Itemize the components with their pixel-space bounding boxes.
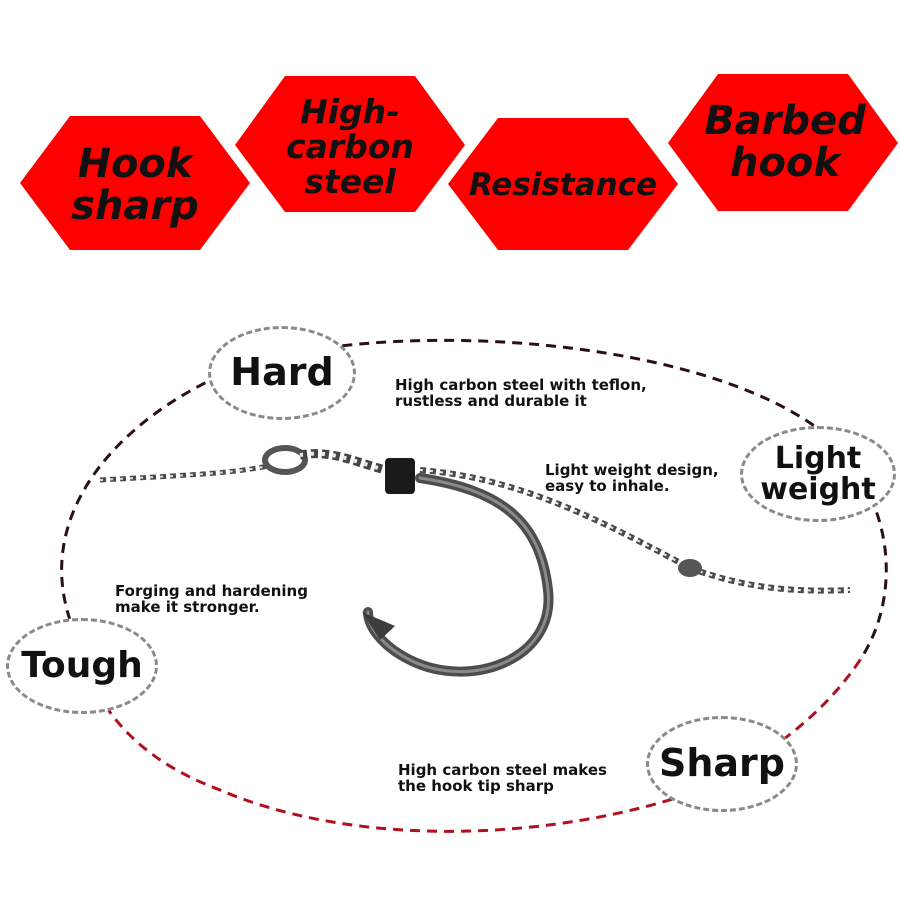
- hard-description: High carbon steel with teflon, rustless …: [395, 376, 647, 410]
- hexagon-high-carbon-steel: [235, 76, 465, 212]
- fishing-hook-rig-icon: [99, 445, 851, 677]
- feature-hook-sharp: Hook sharp: [71, 141, 199, 229]
- feature-resistance: Resistance: [468, 167, 658, 203]
- light-weight-title: Light weight: [760, 440, 876, 507]
- tough-description: Forging and hardening make it stronger.: [115, 582, 308, 616]
- hexagon-resistance: [448, 118, 678, 250]
- bubble-sharp: Sharp: [646, 716, 798, 812]
- light-weight-description: Light weight design, easy to inhale.: [545, 461, 719, 495]
- hexagon-barbed-hook: [668, 74, 898, 211]
- tough-title: Tough: [21, 645, 143, 687]
- sharp-description: High carbon steel makes the hook tip sha…: [398, 761, 607, 795]
- sharp-title: Sharp: [658, 741, 785, 786]
- feature-barbed-hook: Barbed hook: [704, 98, 866, 186]
- hexagon-hook-sharp: [20, 116, 250, 250]
- feature-high-carbon-steel: High- carbon steel: [286, 91, 414, 201]
- bubble-light-weight: Light weight: [740, 426, 896, 522]
- hard-title: Hard: [230, 350, 334, 395]
- dashed-loop-top: [60, 338, 888, 661]
- bubble-tough: Tough: [6, 618, 158, 714]
- bubble-hard: Hard: [208, 326, 356, 420]
